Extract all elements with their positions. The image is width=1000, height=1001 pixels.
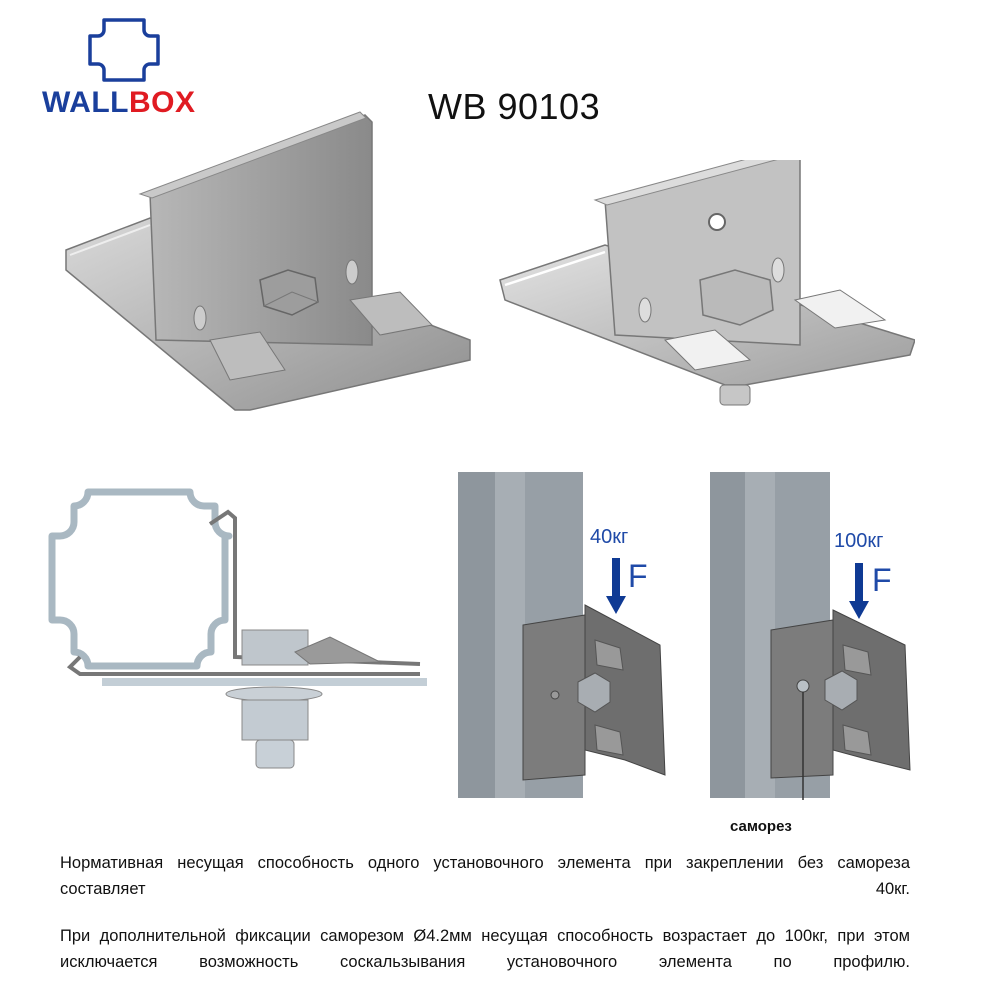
profile-cross-section [48, 488, 427, 769]
load-label-40kg: 40кг [590, 526, 629, 548]
force-arrow-icon [606, 558, 626, 614]
load-diagram-100kg [710, 472, 911, 800]
bracket-view-front-with-hole [499, 160, 915, 406]
screw-callout-label: саморез [730, 818, 792, 835]
force-label-1: F [628, 558, 648, 594]
cross-frame-logo-icon [88, 18, 160, 82]
paragraph-capacity-with-screw: При дополнительной фиксации саморезом Ø4… [60, 927, 910, 971]
bracket-view-front-solid [65, 111, 471, 411]
load-diagram-40kg [458, 472, 666, 798]
brand-logo-text: WALLBOX [42, 86, 196, 120]
logo-text-box: BOX [128, 86, 196, 119]
model-code: WB 90103 [428, 86, 601, 127]
logo-text-wall: WALL [42, 86, 129, 119]
force-arrow-icon [849, 563, 869, 619]
paragraph-capacity-no-screw: Нормативная несущая способность одного у… [60, 854, 910, 898]
force-label-2: F [872, 562, 892, 598]
load-label-100kg: 100кг [834, 530, 884, 552]
